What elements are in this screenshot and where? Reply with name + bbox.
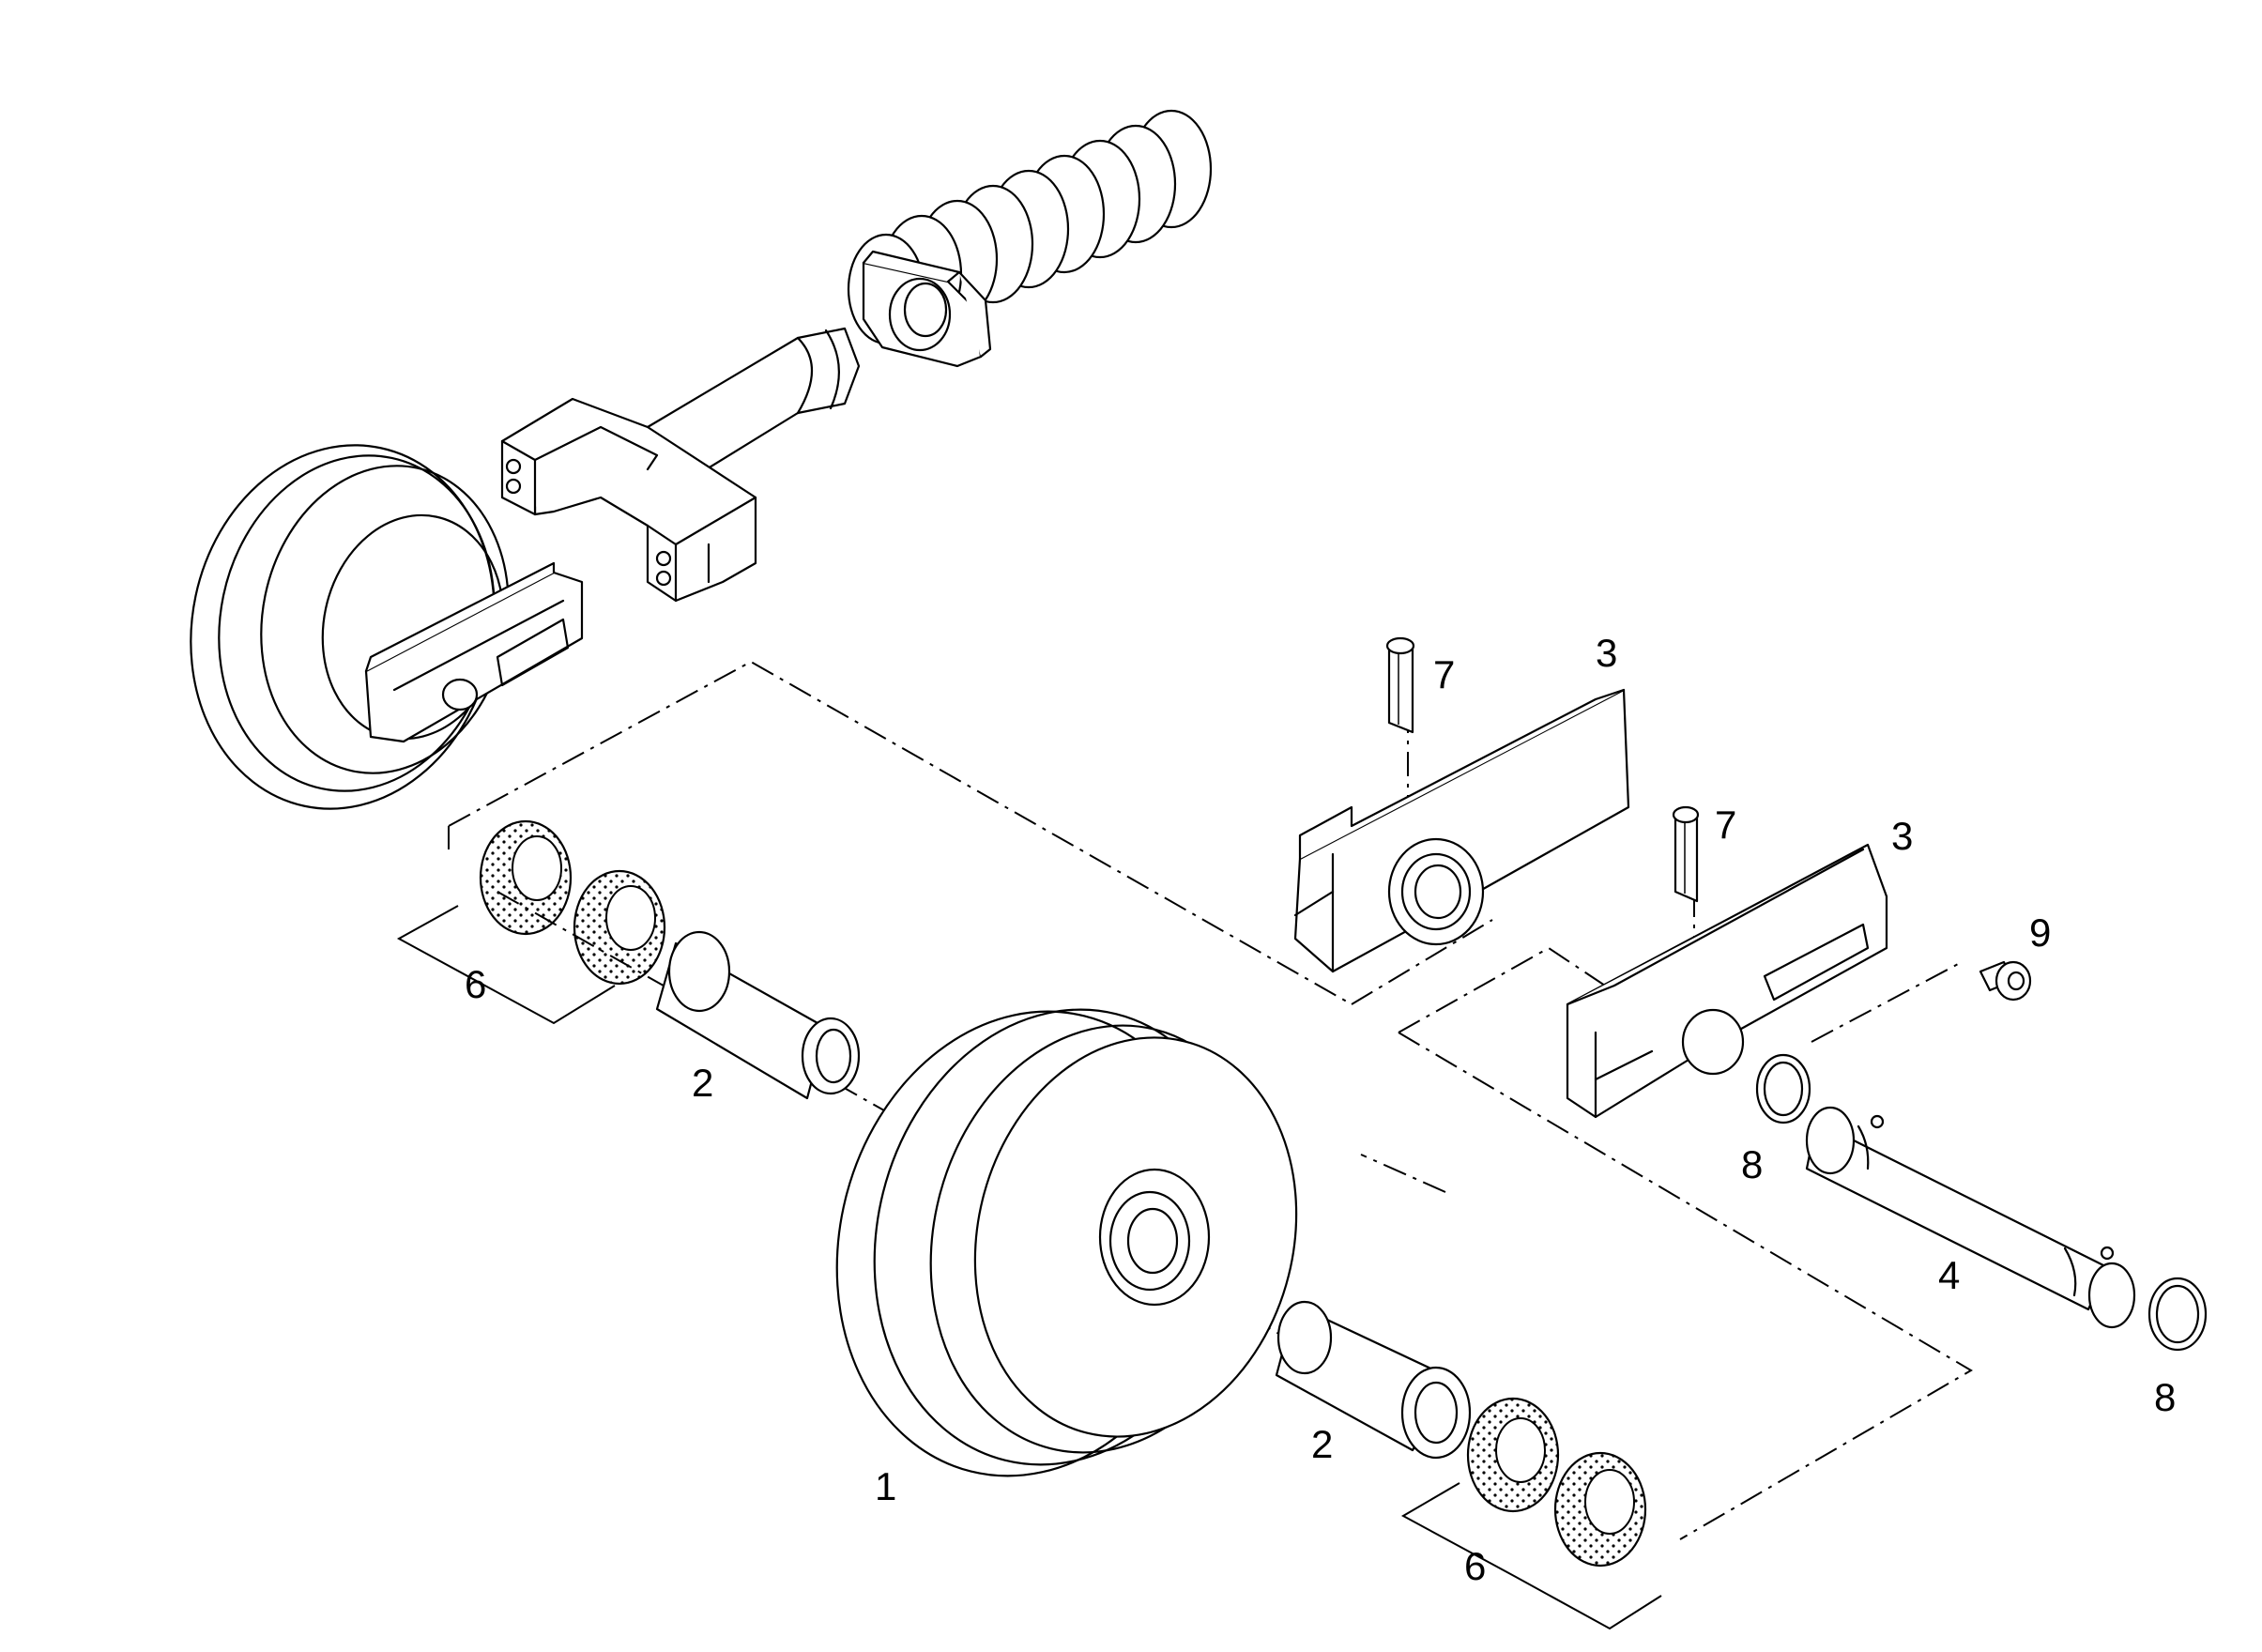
callout-6-upper: 6 <box>465 962 486 1006</box>
part-6-lower-washers <box>1466 1397 1647 1568</box>
part-2-lower-bushing <box>1275 1300 1472 1460</box>
part-7-lower-pin <box>1672 805 1700 903</box>
part-6-upper-bracket <box>396 905 616 1025</box>
callout-8-lower: 8 <box>2154 1375 2176 1419</box>
background-bearing-block <box>364 561 584 743</box>
callout-6-lower: 6 <box>1464 1544 1486 1588</box>
callout-9: 9 <box>2029 910 2051 955</box>
part-8-upper-ring <box>1755 1053 1811 1124</box>
part-9-grease-fitting <box>1979 960 2032 1002</box>
part-3-lower-block <box>1566 843 1888 1119</box>
callout-3-lower: 3 <box>1891 814 1913 858</box>
callout-2-upper: 2 <box>692 1061 713 1105</box>
part-7-upper-pin <box>1385 636 1415 734</box>
callout-7-upper: 7 <box>1433 652 1455 696</box>
part-8-lower-ring <box>2147 1277 2208 1352</box>
callout-8-upper: 8 <box>1741 1142 1763 1186</box>
callout-7-lower: 7 <box>1715 803 1736 847</box>
part-2-upper-bushing <box>655 930 861 1100</box>
part-4-shaft <box>1805 1106 2136 1329</box>
callout-1: 1 <box>875 1464 896 1508</box>
spring-seat-plate <box>862 250 992 368</box>
callout-4: 4 <box>1938 1253 1960 1297</box>
part-1-idler-wheel <box>835 1008 1298 1477</box>
part-6-upper-washers <box>479 819 666 986</box>
part-3-upper-block <box>1293 688 1630 973</box>
idler-yoke <box>500 397 757 603</box>
part-6-lower-bracket <box>1400 1482 1662 1630</box>
callout-2-lower: 2 <box>1311 1422 1333 1466</box>
callout-3-upper: 3 <box>1596 631 1617 675</box>
